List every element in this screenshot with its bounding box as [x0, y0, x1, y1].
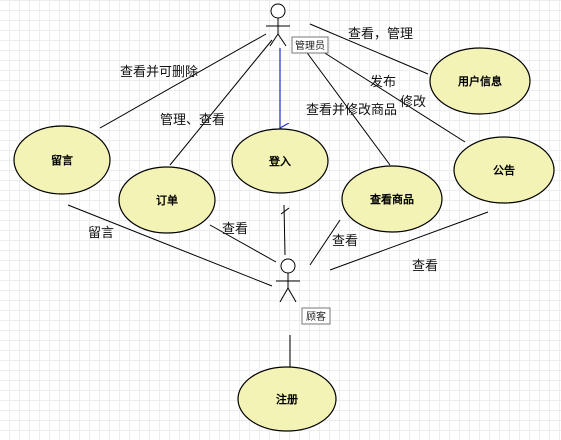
svg-text:留言: 留言	[51, 153, 73, 167]
customer-label-box	[301, 307, 331, 325]
svg-text:公告: 公告	[493, 163, 515, 177]
line-customer-view-products	[309, 219, 341, 266]
svg-text:订单: 订单	[156, 193, 178, 207]
line-admin-view-products	[304, 49, 391, 166]
admin-label: 管理员	[295, 39, 325, 52]
label-customer-view-products: 查看	[332, 233, 358, 249]
use-case-announcement: 公告	[453, 136, 555, 204]
svg-text:查看商品: 查看商品	[370, 192, 414, 206]
use-case-register: 注册	[237, 366, 337, 432]
line-admin-user-info	[309, 23, 429, 75]
label-admin-user-info: 查看，管理	[348, 26, 413, 42]
label-customer-announcement: 查看	[412, 258, 438, 274]
label-customer-message: 留言	[88, 226, 114, 241]
svg-text:注册: 注册	[276, 392, 298, 406]
label-admin-view-products: 查看并修改商品	[306, 102, 397, 118]
label-admin-announcement-publish: 发布	[370, 74, 396, 90]
line-admin-message	[99, 33, 267, 129]
svg-text:用户信息: 用户信息	[458, 74, 502, 88]
label-admin-order: 管理、查看	[160, 112, 225, 128]
line-customer-announcement	[329, 211, 489, 271]
line-customer-message	[67, 204, 273, 287]
customer-actor	[276, 258, 300, 303]
customer-associations	[67, 204, 489, 368]
tick-login	[280, 207, 290, 215]
line-admin-announcement	[319, 49, 466, 143]
label-admin-message: 查看并可删除	[120, 64, 198, 80]
line-customer-login	[283, 204, 286, 256]
admin-associations	[99, 23, 466, 166]
use-case-order: 订单	[118, 166, 216, 234]
customer-label: 顾客	[306, 310, 326, 323]
admin-actor	[266, 3, 290, 47]
svg-text:登入: 登入	[268, 154, 291, 168]
label-admin-announcement-edit: 修改	[400, 95, 426, 110]
use-case-view-products: 查看商品	[341, 165, 443, 233]
line-customer-order	[209, 224, 277, 263]
label-customer-order: 查看	[222, 221, 248, 237]
admin-label-box	[291, 36, 329, 54]
customer-head	[280, 258, 296, 274]
admin-head	[270, 3, 286, 19]
use-case-user-info: 用户信息	[429, 47, 531, 115]
line-admin-order	[169, 39, 273, 166]
use-case-message: 留言	[13, 125, 111, 195]
use-case-login: 登入	[231, 128, 329, 194]
